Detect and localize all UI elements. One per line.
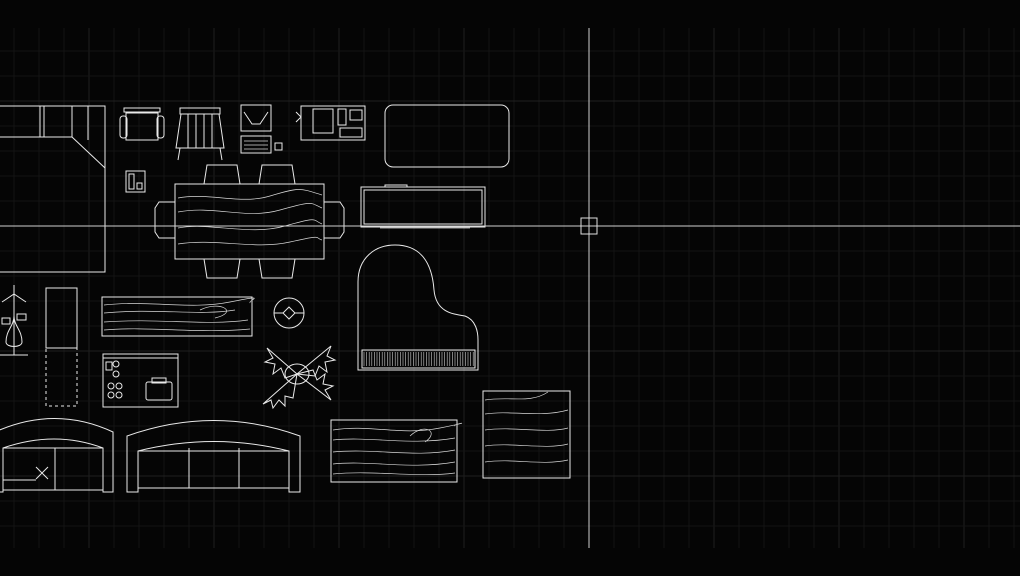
coat-rack-block[interactable]: [0, 285, 28, 356]
crosshair-icon: [0, 28, 1020, 548]
armchair-block[interactable]: [119, 107, 165, 141]
telephone-block[interactable]: [125, 170, 146, 193]
drawing-grid: [0, 28, 1020, 548]
kitchen-range-block[interactable]: [102, 353, 179, 408]
office-equipment-block[interactable]: [295, 105, 366, 141]
tv-console-block[interactable]: [360, 184, 486, 229]
rounded-cabinet-block[interactable]: [384, 104, 510, 168]
wood-panel-block[interactable]: [330, 419, 463, 483]
grand-piano-block[interactable]: [357, 244, 479, 371]
sectional-sofa-block[interactable]: [0, 105, 106, 273]
tall-cabinet-block[interactable]: [45, 287, 78, 407]
floor-drain-block[interactable]: [273, 297, 305, 329]
spindle-chair-block[interactable]: [175, 107, 225, 161]
piano-keyboard: [363, 352, 474, 366]
arched-sofa-block[interactable]: [0, 418, 114, 493]
computer-desk-block[interactable]: [240, 104, 283, 154]
long-sofa-block[interactable]: [126, 420, 301, 493]
wood-square-block[interactable]: [482, 390, 571, 479]
dining-table-block[interactable]: [154, 164, 345, 279]
holly-plant-block[interactable]: [262, 345, 337, 410]
wood-plank-block[interactable]: [101, 296, 255, 337]
